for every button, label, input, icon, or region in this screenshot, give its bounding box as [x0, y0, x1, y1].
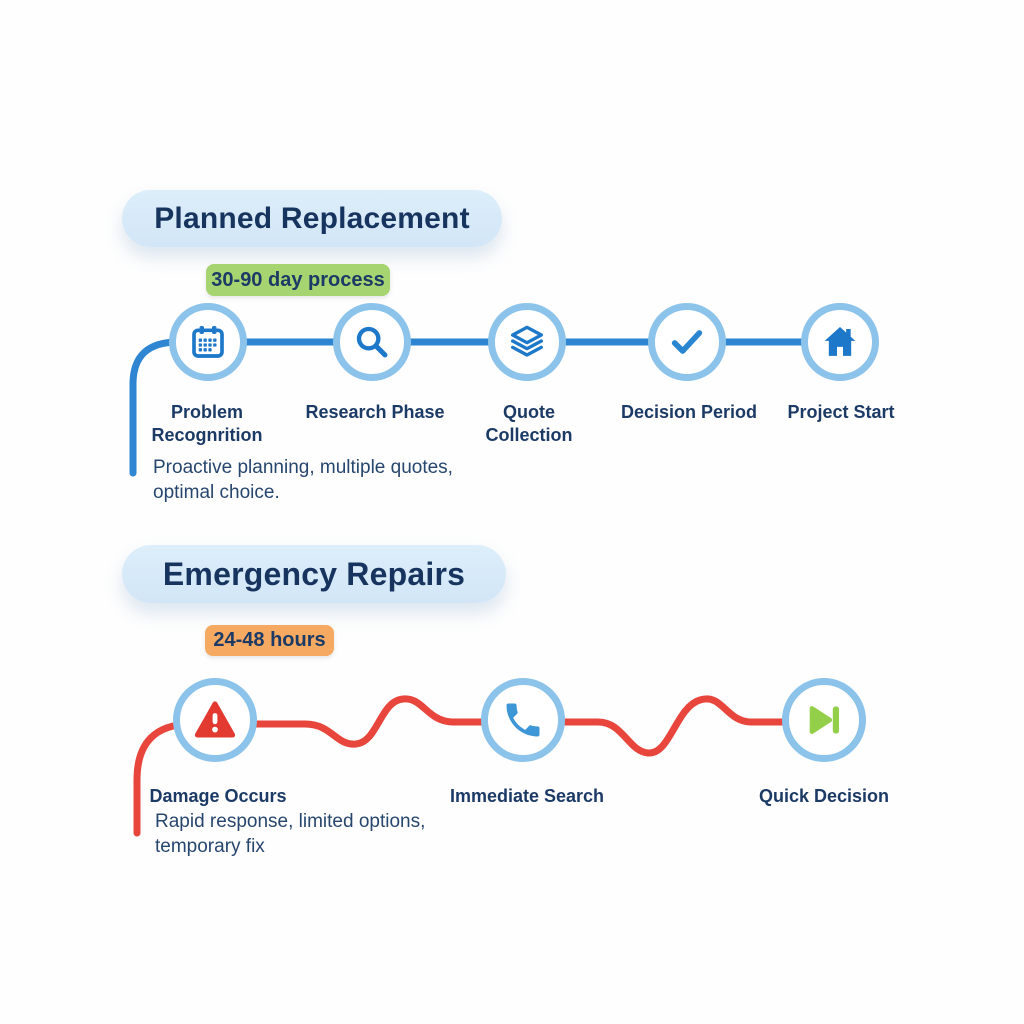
duration-badge-planned: 30-90 day process: [206, 264, 390, 296]
warning-icon: [194, 701, 236, 738]
section-title-planned: Planned Replacement: [122, 190, 502, 247]
step-damage-occurs: [173, 678, 257, 762]
skip-next-icon: [809, 706, 840, 734]
step-label: Quick Decision: [758, 786, 890, 806]
section-title-emergency: Emergency Repairs: [122, 545, 506, 603]
step-label: Research Phase: [305, 402, 445, 422]
step-research-phase: [333, 303, 411, 381]
step-label: Quote Collection: [485, 402, 573, 445]
emergency-description: Rapid response, limited options, tempora…: [155, 811, 426, 857]
step-label: Damage Occurs: [149, 786, 287, 806]
step-quote-collection: [488, 303, 566, 381]
step-label: Project Start: [787, 402, 895, 422]
duration-badge-emergency: 24-48 hours: [205, 625, 334, 656]
step-quick-decision: [782, 678, 866, 762]
home-icon: [824, 327, 856, 356]
step-decision-period: [648, 303, 726, 381]
step-label: Immediate Search: [449, 786, 605, 806]
stack-icon: [510, 325, 543, 357]
planned-description: Proactive planning, multiple quotes, opt…: [153, 457, 453, 503]
checkmark-icon: [671, 330, 703, 354]
magnifier-icon: [356, 326, 388, 358]
phone-icon: [506, 703, 540, 737]
step-project-start: [801, 303, 879, 381]
step-immediate-search: [481, 678, 565, 762]
step-problem-recognition: [169, 303, 247, 381]
calendar-icon: [192, 326, 224, 358]
step-label: Problem Recognrition: [151, 402, 263, 445]
step-label: Decision Period: [620, 402, 758, 422]
